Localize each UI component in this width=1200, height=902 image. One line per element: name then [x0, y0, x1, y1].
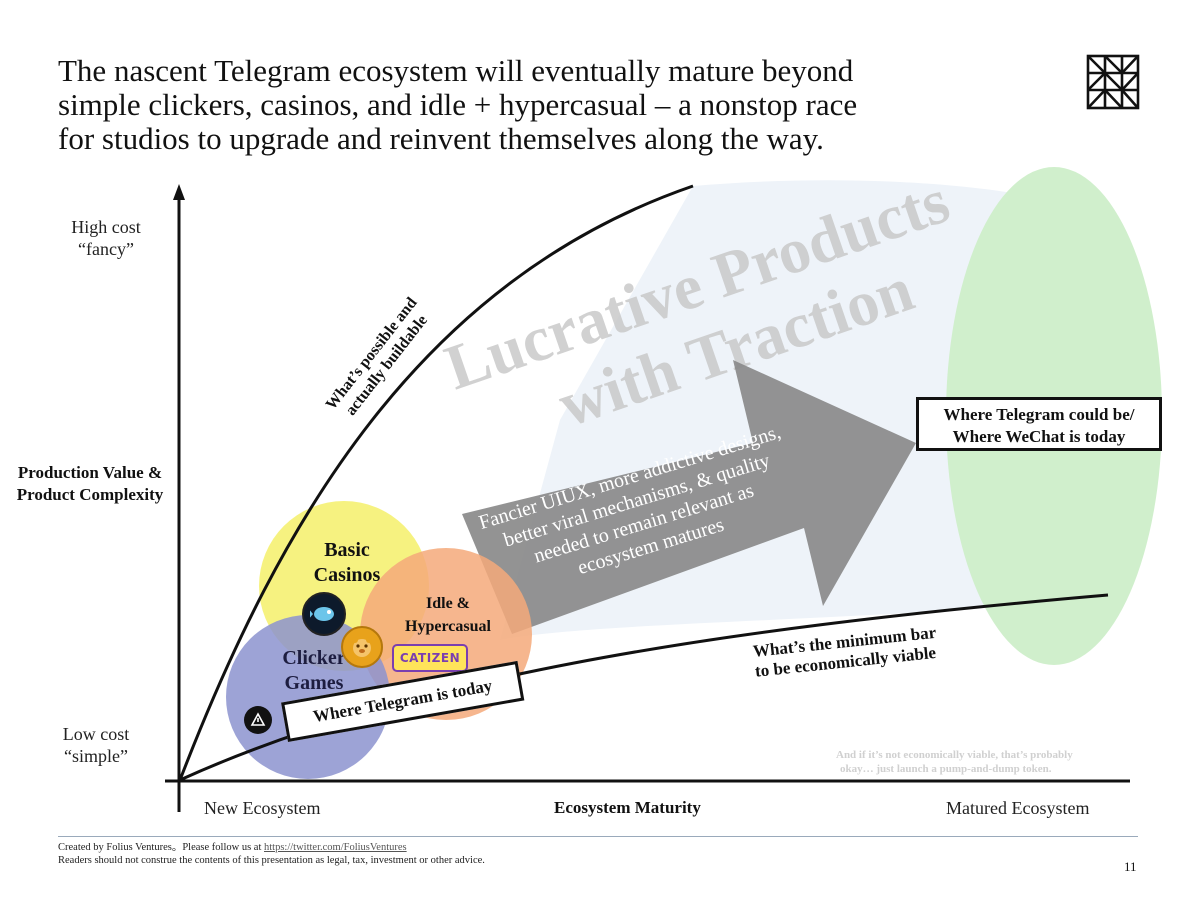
clicker-label-line: Clicker	[282, 647, 346, 669]
grid-logo-icon	[1086, 54, 1140, 110]
y-axis-bottom-tick-line: Low cost	[62, 724, 130, 744]
y-axis-arrowhead	[173, 184, 185, 200]
telegram-future-box: Where Telegram could be/ Where WeChat is…	[916, 397, 1162, 451]
footer-disclaimer: Readers should not construe the contents…	[58, 855, 485, 866]
twitter-link[interactable]: https://twitter.com/FoliusVentures	[264, 842, 407, 853]
footer-credit: Created by Folius Ventures。Please follow…	[58, 842, 264, 853]
y-axis-top-tick: High cost “fancy”	[50, 216, 162, 260]
y-axis-bottom-tick: Low cost “simple”	[46, 723, 146, 767]
y-axis-bottom-tick-line: “simple”	[64, 746, 128, 766]
casinos-label: Basic Casinos	[292, 538, 402, 588]
clicker-label: Clicker Games	[260, 646, 368, 696]
x-axis-left-tick: New Ecosystem	[204, 798, 321, 818]
title-line: The nascent Telegram ecosystem will even…	[58, 53, 854, 88]
idle-label-line: Hypercasual	[405, 618, 491, 635]
clicker-label-line: Games	[284, 672, 344, 694]
footer: Created by Folius Ventures。Please follow…	[58, 841, 485, 867]
y-axis-title-line: Product Complexity	[16, 485, 164, 504]
page-number: 11	[1124, 859, 1137, 874]
page-title: The nascent Telegram ecosystem will even…	[58, 54, 1058, 156]
fish-app-icon	[302, 592, 346, 636]
telegram-future-line: Where Telegram could be/	[943, 405, 1135, 424]
y-axis-title: Production Value & Product Complexity	[4, 462, 176, 506]
y-axis-top-tick-line: “fancy”	[78, 239, 134, 259]
lower-curve	[179, 593, 1109, 782]
side-note-line: okay… just launch a pump-and-dump token.	[840, 763, 1052, 775]
y-axis-top-tick-line: High cost	[71, 217, 141, 237]
footer-line-1: Created by Folius Ventures。Please follow…	[58, 841, 485, 854]
casinos-label-line: Basic	[324, 539, 370, 561]
upper-curve	[178, 184, 694, 781]
maturity-arrow	[462, 360, 916, 634]
casinos-label-line: Casinos	[313, 564, 381, 586]
footer-divider	[58, 836, 1138, 837]
y-axis-title-line: Production Value &	[17, 463, 163, 482]
x-axis-right-tick: Matured Ecosystem	[946, 798, 1090, 818]
hamster-coin-icon	[341, 626, 383, 668]
title-line: for studios to upgrade and reinvent them…	[58, 121, 824, 156]
catizen-logo: CATIZEN	[392, 644, 468, 672]
side-note: And if it’s not economically viable, tha…	[836, 748, 1073, 776]
x-axis-title: Ecosystem Maturity	[554, 798, 701, 817]
idle-label: Idle & Hypercasual	[392, 592, 504, 638]
idle-label-line: Idle &	[426, 595, 470, 612]
side-note-line: And if it’s not economically viable, tha…	[836, 749, 1073, 761]
telegram-future-line: Where WeChat is today	[952, 427, 1126, 446]
catizen-logo-text: CATIZEN	[399, 651, 461, 665]
notcoin-icon	[244, 706, 272, 734]
title-line: simple clickers, casinos, and idle + hyp…	[58, 87, 858, 122]
